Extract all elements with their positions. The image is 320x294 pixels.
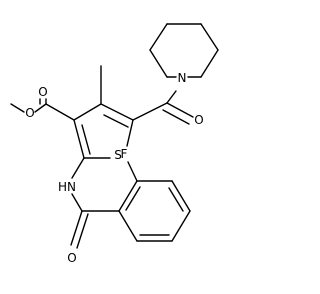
- bond: [103, 114, 129, 128]
- bond: [45, 103, 75, 121]
- bond: [34, 103, 47, 113]
- bond: [127, 161, 138, 182]
- bond: [200, 23, 219, 51]
- bond: [200, 49, 219, 78]
- bond: [125, 186, 141, 211]
- bond: [132, 102, 168, 121]
- bond: [162, 109, 190, 125]
- bond: [149, 49, 168, 78]
- ester-ether-oxygen-label: O: [25, 106, 34, 120]
- amide-oxygen-label: O: [67, 251, 76, 265]
- bond: [118, 180, 138, 212]
- bond: [171, 180, 191, 212]
- bond: [71, 193, 83, 212]
- bond: [126, 119, 134, 147]
- bond: [76, 213, 89, 249]
- bond: [73, 103, 102, 121]
- bond: [168, 187, 184, 212]
- bond: [10, 103, 25, 113]
- bond: [70, 210, 83, 246]
- bond: [171, 210, 191, 242]
- amide-nh-label: HN: [58, 180, 76, 194]
- molecule-structure: N O S O O HN O F: [10, 23, 219, 265]
- ring-sulfur-label: S: [114, 148, 122, 162]
- bond-lines: [10, 23, 219, 249]
- bond: [118, 210, 138, 242]
- bond: [81, 124, 91, 155]
- atom-labels: N O S O O HN O F: [25, 71, 203, 265]
- bond: [73, 119, 85, 159]
- bond: [166, 102, 194, 118]
- ester-carbonyl-oxygen-label: O: [38, 85, 47, 99]
- bond: [149, 23, 168, 51]
- ketone-oxygen-label: O: [194, 113, 203, 127]
- piperidine-nitrogen-label: N: [178, 71, 187, 85]
- bond: [166, 90, 177, 104]
- structure-canvas: N O S O O HN O F: [10, 23, 219, 265]
- fluorine-label: F: [121, 147, 128, 161]
- bond: [100, 103, 134, 121]
- bond: [71, 157, 85, 179]
